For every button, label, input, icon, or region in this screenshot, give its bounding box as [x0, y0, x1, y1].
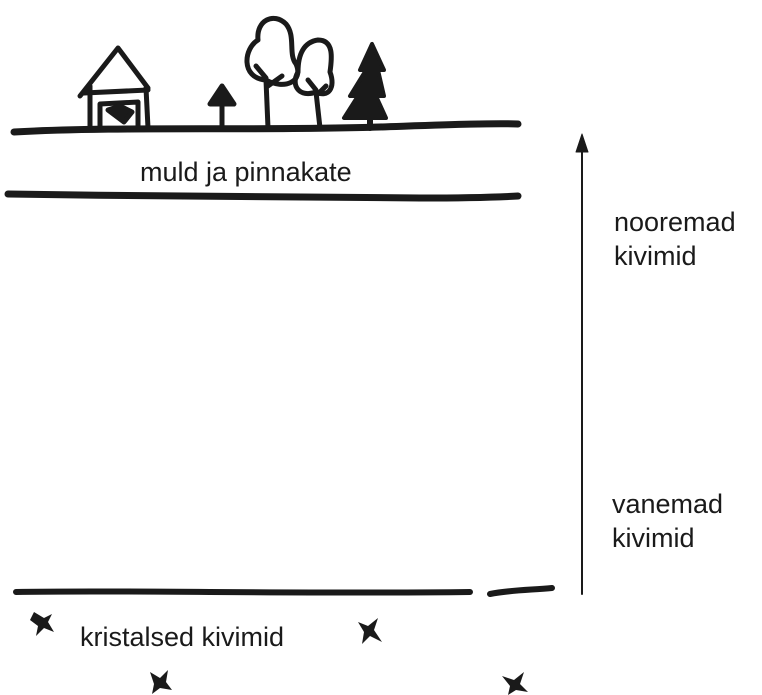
younger-rocks-line-1: nooremad — [614, 207, 736, 237]
deciduous-tree-icon — [292, 37, 335, 131]
older-rocks-label: vanemad kivimid — [612, 487, 723, 555]
basement-line — [13, 588, 473, 596]
house-icon — [77, 45, 151, 131]
soil-layer-bottom-line — [4, 190, 522, 202]
crystal-icon — [502, 672, 528, 695]
small-spruce-icon — [207, 83, 237, 131]
basement-line-segment — [487, 585, 555, 597]
older-rocks-line-2: kivimid — [612, 523, 695, 553]
age-arrow-icon — [575, 133, 589, 595]
younger-rocks-label: nooremad kivimid — [614, 205, 736, 273]
older-rocks-line-1: vanemad — [612, 489, 724, 519]
crystal-icon — [150, 670, 172, 694]
soil-layer-label: muld ja pinnakate — [140, 157, 352, 187]
deciduous-tree-icon — [244, 16, 301, 131]
spruce-tree-icon — [342, 42, 388, 131]
crystal-icon — [30, 612, 54, 636]
crystal-icon — [358, 618, 382, 644]
crystalline-rocks-label: kristalsed kivimid — [80, 622, 285, 652]
younger-rocks-line-2: kivimid — [614, 241, 697, 271]
